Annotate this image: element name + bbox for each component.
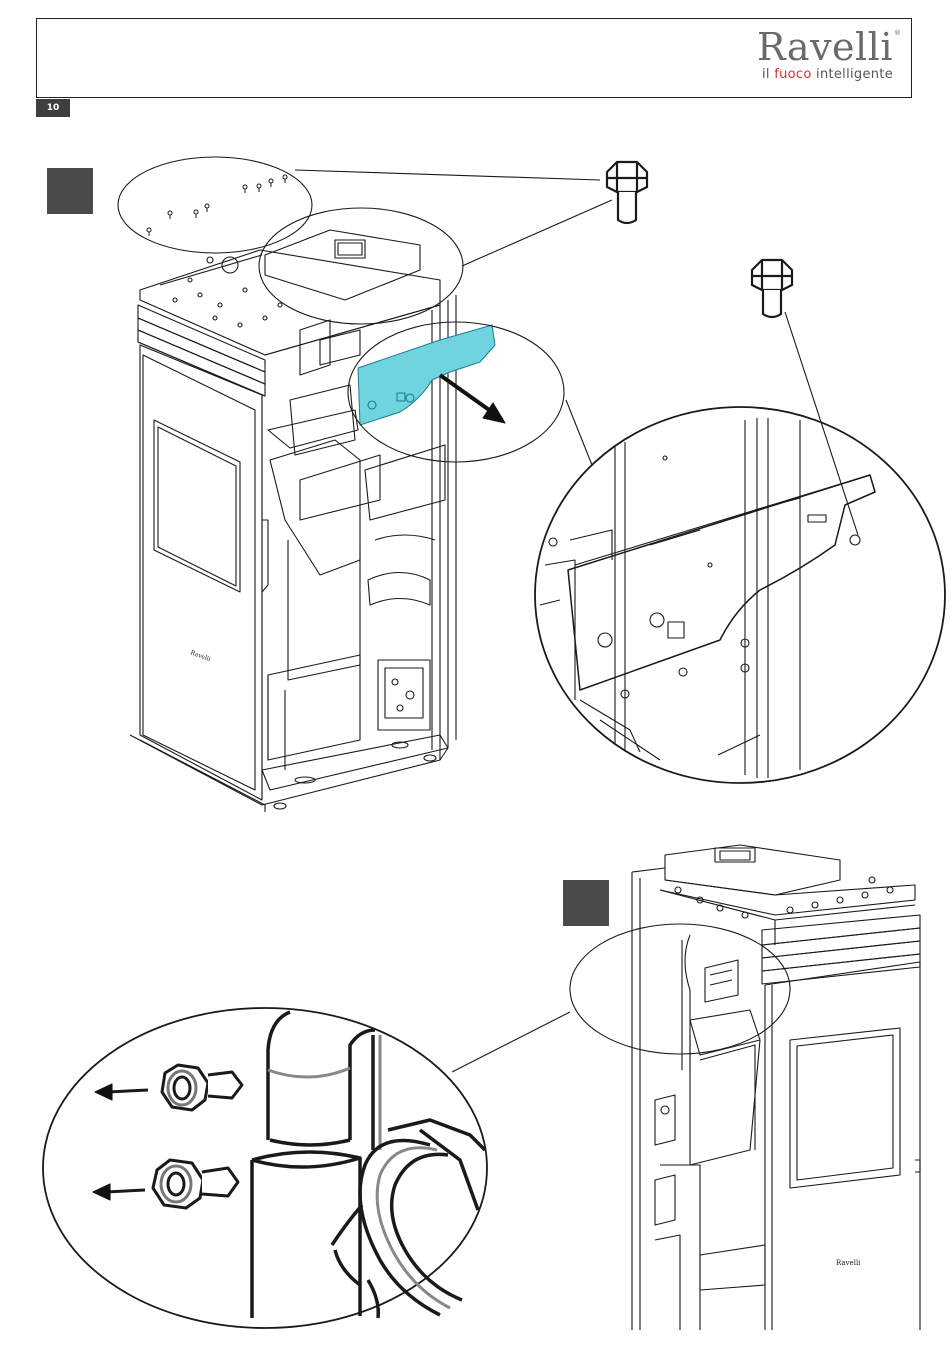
callout-ellipse-screws (118, 157, 312, 253)
highlighted-bracket (358, 325, 495, 425)
stove-illustration-top (130, 230, 456, 812)
nut-icon-2 (153, 1160, 238, 1208)
arrow-left-icon-2 (106, 1190, 145, 1192)
stove-brand-label-top: Ravelli (189, 649, 211, 663)
stove-illustration-bottom (632, 845, 920, 1330)
detail-circle-bracket (535, 407, 945, 783)
bolt-icon-1 (607, 162, 647, 223)
nut-icon-1 (162, 1065, 242, 1110)
callout-ellipse-nuts (570, 924, 790, 1054)
arrow-left-icon-1 (108, 1090, 148, 1092)
stove-brand-label-bottom: Ravelli (836, 1259, 861, 1267)
detail-circle-nuts (43, 1008, 487, 1328)
bolt-icon-2 (752, 260, 792, 317)
